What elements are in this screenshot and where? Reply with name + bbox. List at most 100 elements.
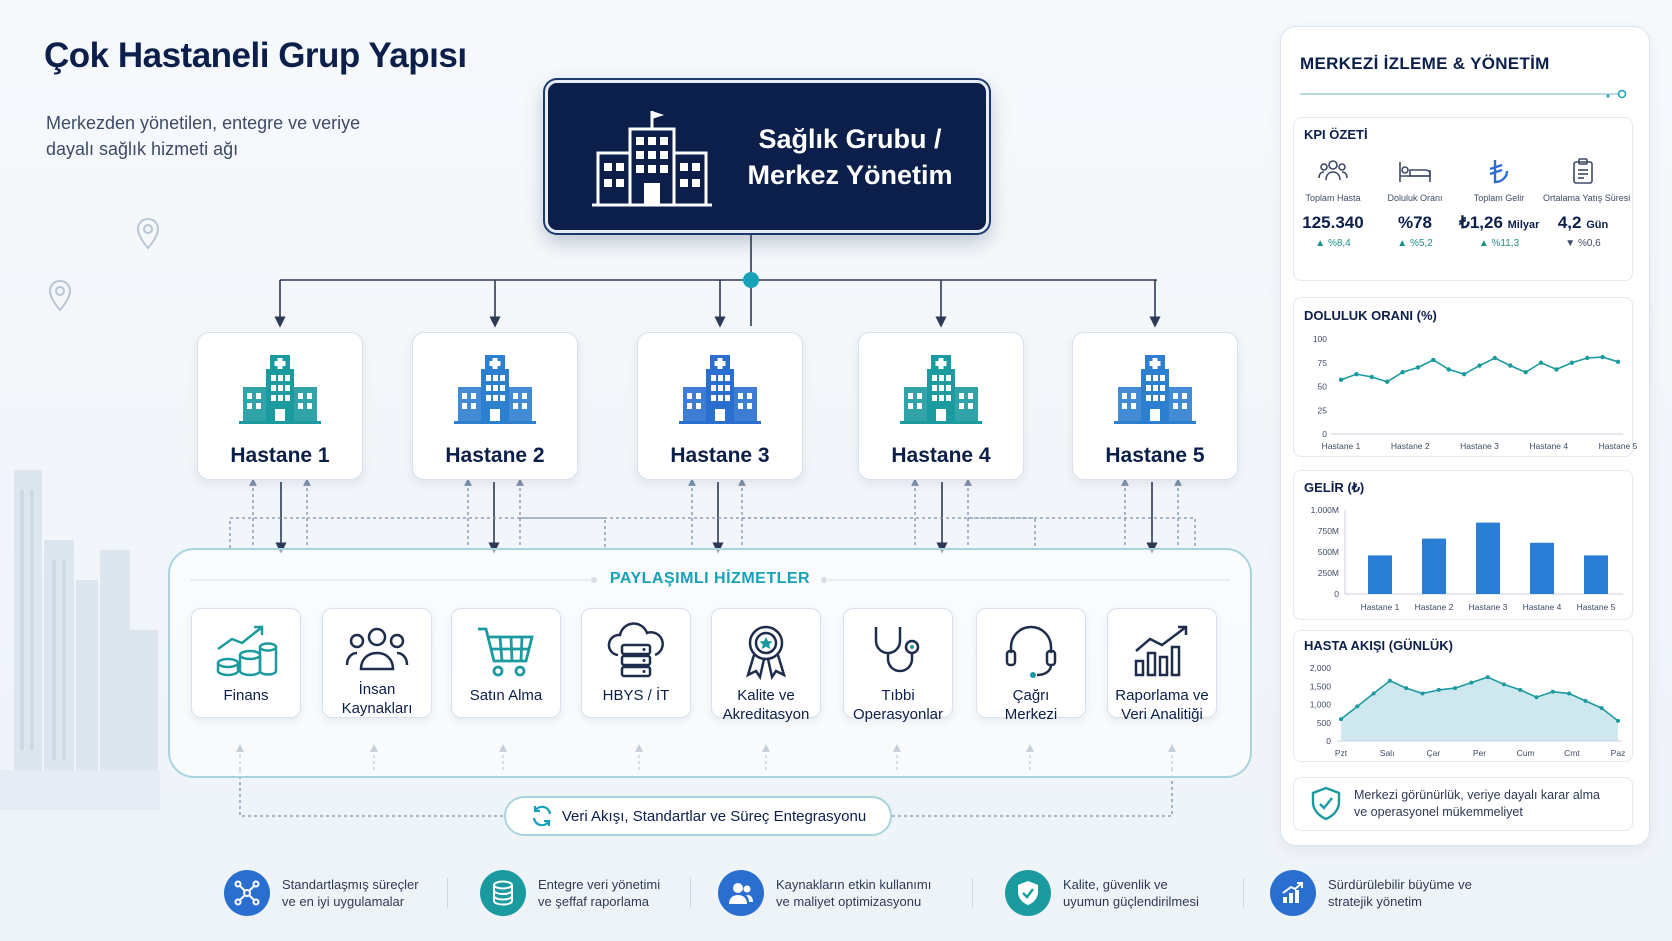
hospital-card-1[interactable]: Hastane 1 (197, 332, 363, 480)
data-point (1461, 371, 1467, 377)
y-tick-label: 500M (1318, 547, 1339, 557)
y-tick-label: 1,500 (1310, 681, 1332, 691)
service-procurement[interactable]: Satın Alma (451, 608, 561, 718)
x-tick-label: Cum (1517, 748, 1535, 758)
data-point (1431, 357, 1436, 363)
kpi-value: 4,2 Gün (1557, 213, 1609, 232)
kpi-occupancy: Doluluk Oranı %78 ▲ %5,2 (1375, 158, 1455, 249)
service-label: Finans (223, 687, 269, 704)
network-icon (224, 870, 270, 916)
x-tick-label: Hastane 3 (1469, 602, 1508, 612)
kpi-total-patients: Toplam Hasta 125.340 ▲ %8,4 (1293, 158, 1373, 249)
lira-icon (1489, 160, 1509, 184)
hq-label: Sağlık Grubu /Merkez Yönetim (747, 123, 953, 190)
data-point (1339, 717, 1343, 722)
x-tick-label: Hastane 2 (1391, 441, 1430, 451)
y-tick-label: 1.000M (1311, 505, 1339, 515)
data-point (1583, 698, 1588, 703)
data-flow-label: Veri Akışı, Standartlar ve Süreç Entegra… (561, 807, 867, 825)
kpi-delta: ▲ %11,3 (1478, 238, 1520, 249)
hospital-card-5[interactable]: Hastane 5 (1072, 332, 1238, 480)
data-point (1369, 374, 1374, 380)
revenue-chart-card (1293, 470, 1633, 620)
divider (972, 878, 973, 908)
hospital-card-3[interactable]: Hastane 3 (637, 332, 803, 480)
divider (447, 878, 448, 908)
patients-icon (1318, 160, 1348, 181)
data-point (1615, 359, 1621, 364)
x-tick-label: Cmt (1564, 748, 1580, 758)
y-tick-label: 750M (1318, 526, 1339, 536)
revenue-bar (1584, 555, 1608, 594)
hospital-card-2[interactable]: Hastane 2 (412, 332, 578, 480)
service-finance[interactable]: Finans (191, 608, 301, 718)
page-subtitle: Merkezden yönetilen, entegre ve veriye d… (46, 113, 361, 159)
data-flow-pill[interactable]: Veri Akışı, Standartlar ve Süreç Entegra… (504, 796, 892, 836)
service-hbys-it[interactable]: HBYS / İT (581, 608, 691, 718)
y-tick-label: 0 (1334, 589, 1339, 599)
revenue-bar (1530, 542, 1554, 594)
hospital-label: Hastane 4 (891, 444, 991, 467)
revenue-bar (1476, 522, 1500, 594)
data-point (1492, 355, 1498, 361)
revenue-bar (1368, 555, 1392, 594)
cloud-server-icon (607, 622, 664, 678)
y-tick-label: 50 (1318, 382, 1328, 392)
y-tick-label: 0 (1326, 736, 1331, 746)
kpi-card (1293, 117, 1633, 281)
kpi-value: ₺1,26 Milyar (1459, 213, 1540, 232)
map-pin-icon (136, 217, 160, 250)
hospital-label: Hastane 1 (230, 444, 330, 467)
x-tick-label: Hastane 4 (1529, 441, 1568, 451)
divider (1243, 878, 1244, 908)
headset-icon (1005, 625, 1057, 678)
headquarters-building-icon (592, 110, 712, 206)
service-label: HBYS / İT (602, 687, 670, 704)
data-point (1436, 687, 1441, 692)
x-tick-label: Hastane 1 (1322, 441, 1361, 451)
people-icon (345, 627, 409, 671)
hq-box[interactable]: Sağlık Grubu /Merkez Yönetim (545, 80, 989, 233)
y-tick-label: 100 (1313, 334, 1327, 344)
x-tick-label: Hastane 2 (1415, 602, 1454, 612)
data-point (1387, 678, 1392, 683)
x-tick-label: Paz (1611, 748, 1626, 758)
data-point (1600, 354, 1605, 360)
data-point (1550, 689, 1555, 694)
x-tick-label: Hastane 4 (1523, 602, 1562, 612)
shared-services-title: PAYLAŞIMLI HİZMETLER (609, 570, 811, 587)
divider (690, 878, 691, 908)
data-point (1354, 371, 1359, 377)
hospital-card-4[interactable]: Hastane 4 (858, 332, 1024, 480)
data-point (1477, 363, 1482, 368)
x-tick-label: Hastane 5 (1577, 602, 1616, 612)
data-point (1469, 680, 1474, 685)
y-tick-label: 2,000 (1310, 663, 1332, 673)
kpi-delta: ▲ %5,2 (1397, 238, 1433, 249)
kpi-total-revenue: Toplam Gelir ₺1,26 Milyar ▲ %11,3 (1459, 158, 1539, 249)
data-point (1567, 691, 1572, 696)
data-point (1420, 691, 1425, 696)
x-tick-label: Pzt (1335, 748, 1348, 758)
data-point (1523, 370, 1528, 375)
kpi-value: 125.340 (1302, 213, 1364, 232)
x-tick-label: Per (1473, 748, 1486, 758)
data-point (1538, 360, 1544, 365)
x-tick-label: Salı (1380, 748, 1395, 758)
users-icon (718, 870, 764, 916)
